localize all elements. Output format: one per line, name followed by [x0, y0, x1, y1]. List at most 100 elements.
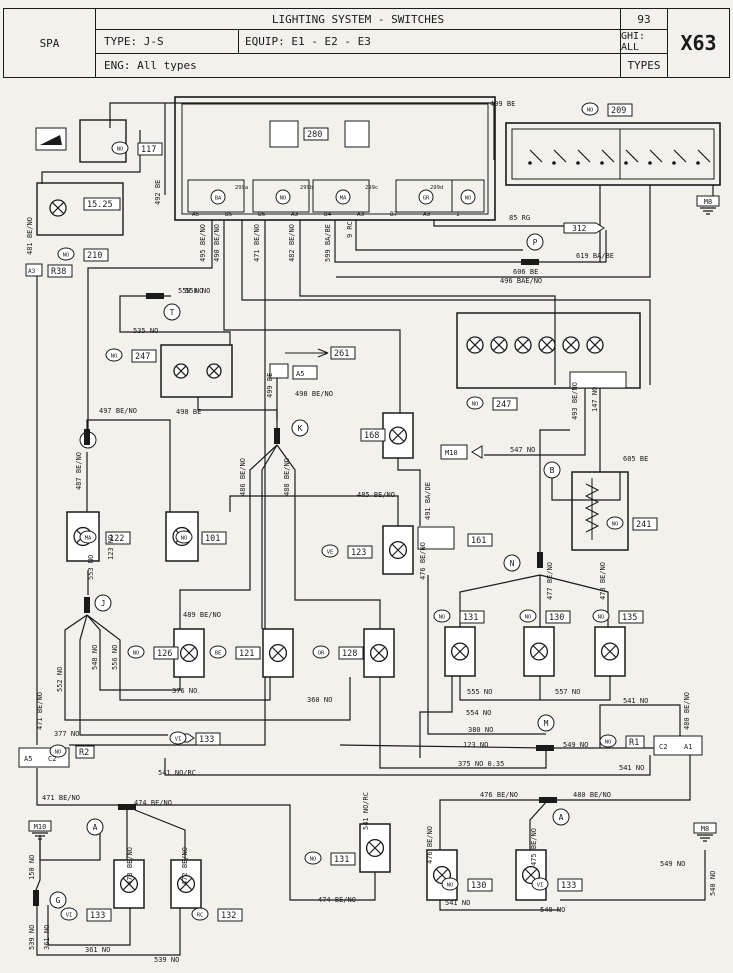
- option-tag: NO: [111, 354, 118, 360]
- option-tag-badge: [169, 731, 187, 745]
- ground-label-box: [28, 820, 52, 832]
- component-id-box: [459, 610, 485, 624]
- option-tag-badge: [127, 645, 145, 659]
- wire-label: 548 NO: [91, 645, 99, 670]
- wire-label: 495 BE/NO: [199, 224, 207, 262]
- option-tag: NO: [525, 615, 532, 621]
- wire-label: 606 BE: [513, 268, 538, 276]
- wire-label: 496 BAE/NO: [500, 277, 542, 285]
- option-tag: VI: [537, 883, 544, 889]
- lamp-filament-icon: [603, 645, 617, 658]
- wire-475: [529, 799, 549, 850]
- component-id-box: [201, 531, 227, 545]
- component-layer: [18, 96, 721, 922]
- contact-dot: [696, 161, 700, 165]
- component-id-box: [618, 610, 644, 624]
- wire-495: [87, 220, 213, 440]
- component-id: 135: [622, 613, 637, 623]
- lamp-filament-icon: [492, 338, 506, 352]
- wire-label: 123 NO: [463, 741, 488, 749]
- pin-label: C2: [659, 743, 667, 751]
- splice-icon: [537, 552, 543, 568]
- ground-id: M8: [704, 198, 712, 206]
- component-id: 131: [463, 613, 478, 623]
- option-tag: NO: [117, 147, 124, 153]
- connector-badge: [526, 233, 544, 251]
- lamp-filament-icon: [453, 645, 467, 658]
- relay-tag: MA: [340, 196, 347, 202]
- wire-label: 556 NO: [111, 645, 119, 670]
- component-id: 117: [141, 145, 156, 155]
- wire-555: [459, 676, 541, 701]
- contact-dot: [552, 161, 556, 165]
- wire-label: 557 NO: [555, 688, 580, 696]
- relay-pin: A5: [192, 211, 200, 218]
- wire-label: 474 BE/NO: [318, 896, 356, 904]
- wire-482b: [539, 429, 570, 563]
- option-tag-badge: [111, 141, 129, 155]
- splice-icon: [33, 890, 39, 906]
- wire-label: 471 BE/NO: [42, 794, 80, 802]
- equip-label: EQUIP: E1 - E2 - E3: [245, 35, 371, 48]
- wire-label: 490 BE/NO: [213, 224, 221, 262]
- splice-icon: [536, 745, 554, 751]
- component-id-box: [303, 127, 329, 141]
- relay-pin: A3: [291, 211, 299, 218]
- component-id: R2: [79, 748, 89, 758]
- component-id-box: [105, 531, 131, 545]
- option-tag: MA: [85, 536, 92, 542]
- wire-488: [276, 444, 381, 629]
- component-id: R38: [51, 267, 66, 277]
- wire-label: 474 BE/NO: [134, 799, 172, 807]
- wire-label: 480 BE/NO: [573, 791, 611, 799]
- wire-label: 476 BE/NO: [419, 542, 427, 580]
- ground-id: M10: [34, 823, 47, 831]
- component-id-box: [217, 908, 243, 922]
- component-id-box: [632, 517, 658, 531]
- component-id: 209: [611, 106, 626, 116]
- connector-badge: [543, 461, 561, 479]
- arrow-312-box: [563, 222, 605, 234]
- component-id-box: [83, 197, 121, 211]
- pin-label: C2: [48, 755, 56, 763]
- wire-label: 485 BE/NO: [357, 491, 395, 499]
- component-id-box: [625, 735, 645, 749]
- wire-label: 481 BE/NO: [26, 217, 34, 255]
- lamp-filament-icon: [372, 646, 386, 660]
- connector-id: M: [544, 719, 549, 728]
- option-tag-badge: [60, 907, 78, 921]
- connector-badge: [86, 818, 104, 836]
- switch-contact-icon: [697, 149, 711, 163]
- pin-a5: [292, 365, 318, 380]
- wire-541: [599, 704, 681, 748]
- component-id-box: [83, 248, 109, 262]
- switch-contact-icon: [625, 149, 639, 163]
- wire-label: 498 BE: [176, 408, 201, 416]
- ground-label-box: [696, 195, 720, 207]
- connector-badge: [94, 594, 112, 612]
- option-tag-badge: [49, 744, 67, 758]
- component-id: 101: [205, 534, 220, 544]
- option-tag-badge: [599, 734, 617, 748]
- option-tag-badge: [581, 102, 599, 116]
- wire-label: 535 NO: [133, 327, 158, 335]
- splice-icon: [118, 804, 136, 810]
- wire-label: 550 NO: [178, 287, 203, 295]
- wire-482: [299, 220, 556, 385]
- connector-id: L: [86, 436, 91, 445]
- wire-label: 123 NO: [107, 535, 115, 560]
- diagram-code: X63: [680, 31, 717, 55]
- component-id-box: [330, 852, 356, 866]
- component-id: 312: [572, 224, 587, 233]
- component-id-box: [607, 103, 633, 117]
- relay-tag-badge: [210, 189, 226, 205]
- component-id-box: [75, 745, 95, 759]
- component-id-box: [137, 142, 163, 156]
- wire-label: 541 NO/RC: [362, 792, 370, 830]
- relay-tag-badge: [460, 189, 476, 205]
- connector-id: K: [298, 424, 303, 433]
- ground-label-box: [693, 822, 717, 834]
- component-id-box: [235, 646, 261, 660]
- wire-471b: [36, 768, 127, 806]
- ground-icon: [697, 834, 713, 842]
